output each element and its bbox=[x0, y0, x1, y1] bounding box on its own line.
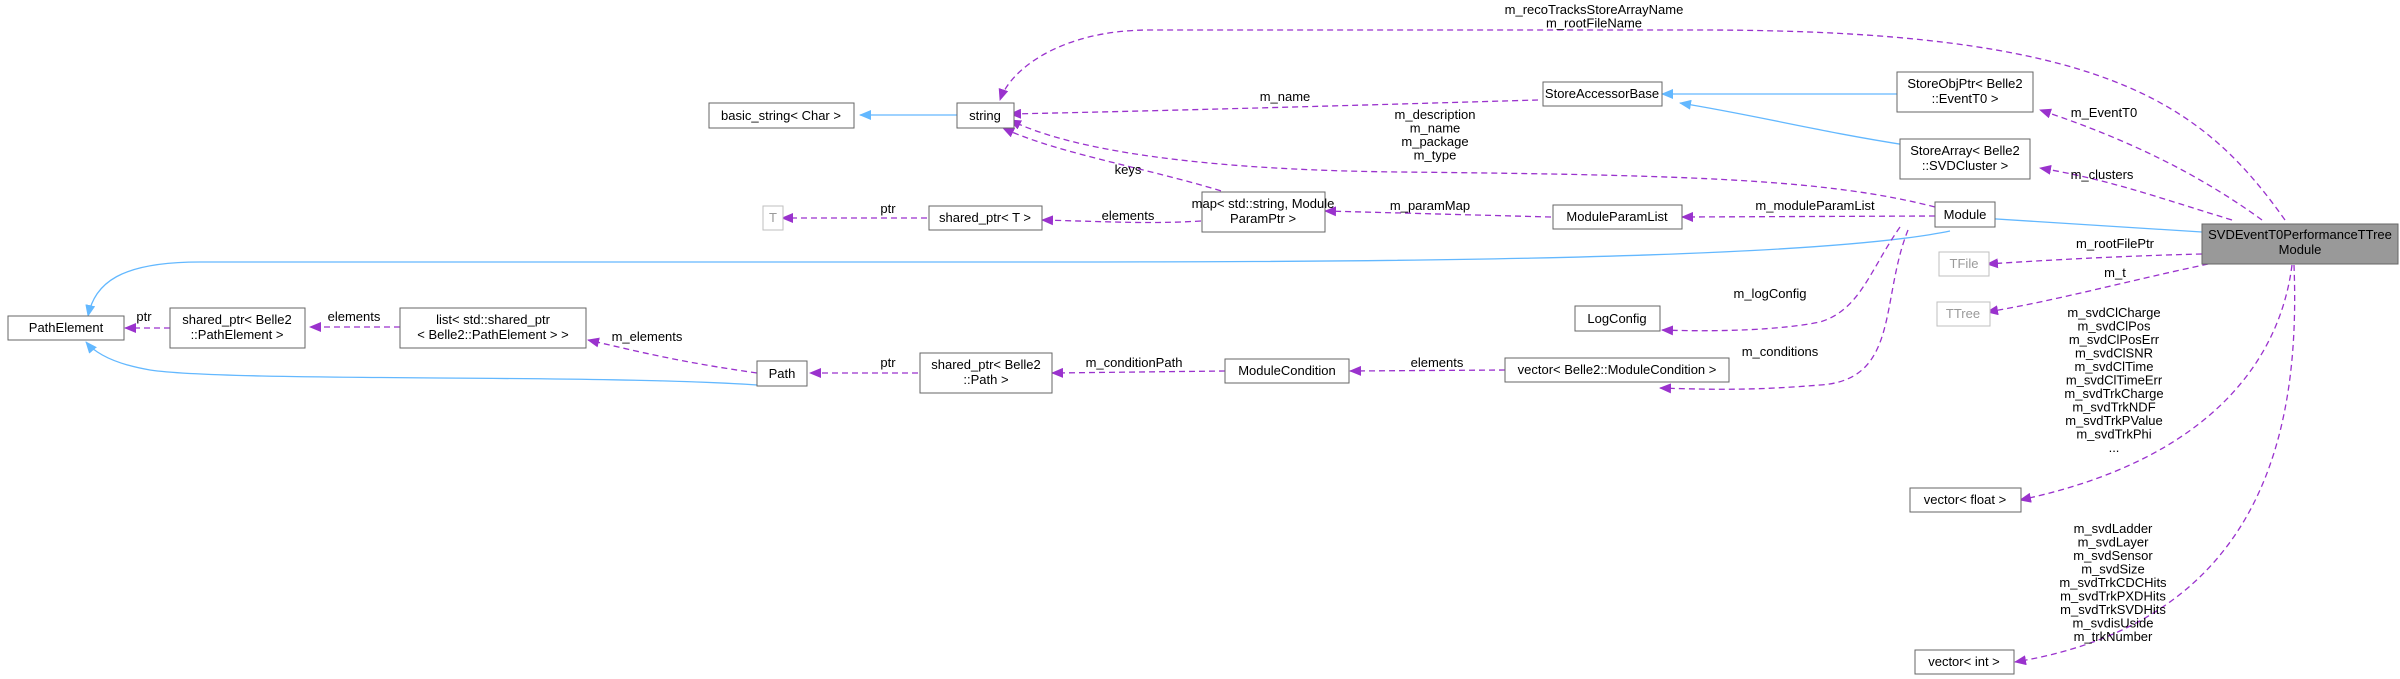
svg-text:list< std::shared_ptr< Belle2:: list< std::shared_ptr< Belle2::PathEleme… bbox=[417, 312, 568, 342]
edge-label-log-config: m_logConfig bbox=[1734, 286, 1807, 301]
edge-label-elements-map: elements bbox=[1102, 208, 1155, 223]
edge-svd-module-to-string bbox=[998, 29, 2286, 221]
edge-label-elements-list: elements bbox=[328, 309, 381, 324]
edge-label-ptr-path: ptr bbox=[880, 355, 896, 370]
edge-label-param-map: m_paramMap bbox=[1390, 198, 1470, 213]
svg-text:T: T bbox=[769, 210, 777, 225]
edge-label-event-t0: m_EventT0 bbox=[2071, 105, 2137, 120]
edge-label-root-file-ptr: m_rootFilePtr bbox=[2076, 236, 2155, 251]
edge-module-to-module-param-list bbox=[1681, 211, 1936, 222]
svg-text:shared_ptr< Belle2::Path >: shared_ptr< Belle2::Path > bbox=[931, 357, 1041, 387]
edge-store-array-inherits-store-accessor-base bbox=[1679, 99, 1913, 147]
svg-text:Module: Module bbox=[1944, 207, 1987, 222]
node-shared-ptr-t[interactable]: shared_ptr< T > bbox=[928, 205, 1043, 231]
edge-label-ptr-t: ptr bbox=[880, 201, 896, 216]
edge-store-accessor-base-to-string bbox=[1009, 99, 1539, 119]
edge-svd-module-inherits-module bbox=[1964, 212, 2203, 233]
edge-svd-module-to-store-obj-ptr bbox=[2039, 108, 2263, 221]
node-log-config[interactable]: LogConfig bbox=[1574, 305, 1661, 332]
node-tfile[interactable]: TFile bbox=[1938, 251, 1990, 277]
edge-svd-module-to-store-array bbox=[2039, 164, 2233, 221]
edge-vector-module-condition-to-module-condition bbox=[1349, 365, 1506, 376]
node-path-element[interactable]: PathElement bbox=[7, 315, 125, 341]
edge-label-keys: keys bbox=[1115, 162, 1142, 177]
edge-label-clusters: m_clusters bbox=[2071, 167, 2134, 182]
svg-text:Path: Path bbox=[769, 366, 796, 381]
svg-text:StoreObjPtr< Belle2::EventT0 >: StoreObjPtr< Belle2::EventT0 > bbox=[1907, 76, 2022, 106]
node-ttree[interactable]: TTree bbox=[1936, 301, 1991, 327]
node-vector-module-condition[interactable]: vector< Belle2::ModuleCondition > bbox=[1504, 357, 1730, 383]
node-string[interactable]: string bbox=[956, 102, 1015, 129]
edge-label-m-elements: m_elements bbox=[612, 329, 683, 344]
edge-label-conditions: m_conditions bbox=[1742, 344, 1819, 359]
svg-text:PathElement: PathElement bbox=[29, 320, 104, 335]
svg-text:shared_ptr< Belle2::PathElemen: shared_ptr< Belle2::PathElement > bbox=[182, 312, 292, 342]
node-store-array-svd-cluster[interactable]: StoreArray< Belle2::SVDCluster > bbox=[1899, 138, 2031, 180]
node-store-accessor-base[interactable]: StoreAccessorBase bbox=[1542, 81, 1663, 107]
node-module-param-list[interactable]: ModuleParamList bbox=[1552, 204, 1683, 230]
node-basic-string-char[interactable]: basic_string< Char > bbox=[708, 102, 855, 129]
edge-map-to-shared-ptr-t bbox=[1041, 215, 1202, 226]
edge-label-module-param-list: m_moduleParamList bbox=[1755, 198, 1875, 213]
svg-text:shared_ptr< T >: shared_ptr< T > bbox=[939, 210, 1031, 225]
edge-svd-module-to-vector-float bbox=[2019, 264, 2293, 503]
svg-text:StoreArray< Belle2::SVDCluster: StoreArray< Belle2::SVDCluster > bbox=[1910, 143, 2019, 173]
node-list-shared-ptr-path-element[interactable]: list< std::shared_ptr< Belle2::PathEleme… bbox=[399, 307, 587, 349]
svg-text:basic_string< Char >: basic_string< Char > bbox=[721, 108, 841, 123]
edge-module-param-list-to-map bbox=[1324, 206, 1552, 218]
svg-text:TFile: TFile bbox=[1950, 256, 1979, 271]
node-vector-int[interactable]: vector< int > bbox=[1914, 649, 2015, 675]
edge-module-condition-to-shared-ptr-path bbox=[1051, 367, 1226, 378]
edge-module-to-vector-module-condition bbox=[1659, 229, 1909, 394]
svg-text:LogConfig: LogConfig bbox=[1587, 311, 1646, 326]
edge-module-to-string bbox=[1009, 119, 1936, 208]
edge-svd-module-to-tfile bbox=[1986, 253, 2203, 269]
node-store-obj-ptr-event-t0[interactable]: StoreObjPtr< Belle2::EventT0 > bbox=[1896, 71, 2034, 113]
edge-path-inherits-pathelement bbox=[85, 341, 758, 386]
node-shared-ptr-belle2-path[interactable]: shared_ptr< Belle2::Path > bbox=[919, 352, 1053, 394]
node-module[interactable]: Module bbox=[1934, 201, 1996, 228]
svg-text:string: string bbox=[969, 108, 1001, 123]
edge-module-inherits-pathelement bbox=[85, 230, 1951, 317]
edge-label-m-t: m_t bbox=[2104, 265, 2126, 280]
svg-text:ModuleParamList: ModuleParamList bbox=[1566, 209, 1668, 224]
node-t[interactable]: T bbox=[762, 205, 784, 231]
node-vector-float[interactable]: vector< float > bbox=[1909, 487, 2022, 513]
edge-label-elements-cond: elements bbox=[1411, 355, 1464, 370]
edge-svd-module-to-ttree bbox=[1986, 261, 2219, 316]
edge-svd-module-to-vector-int bbox=[2014, 264, 2296, 666]
svg-text:vector< int >: vector< int > bbox=[1928, 654, 2000, 669]
svg-text:StoreAccessorBase: StoreAccessorBase bbox=[1545, 86, 1659, 101]
node-shared-ptr-belle2-path-element[interactable]: shared_ptr< Belle2::PathElement > bbox=[169, 307, 306, 349]
edge-label-ptr-pathelement: ptr bbox=[136, 309, 152, 324]
edge-map-to-string bbox=[1002, 127, 1241, 198]
edge-path-to-list bbox=[587, 337, 758, 374]
svg-text:vector< float >: vector< float > bbox=[1924, 492, 2006, 507]
node-module-condition[interactable]: ModuleCondition bbox=[1224, 358, 1350, 384]
edge-label-m-name: m_name bbox=[1260, 89, 1311, 104]
svg-text:TTree: TTree bbox=[1946, 306, 1980, 321]
edge-module-to-log-config bbox=[1661, 226, 1901, 336]
node-path[interactable]: Path bbox=[756, 360, 808, 387]
svg-text:vector< Belle2::ModuleConditio: vector< Belle2::ModuleCondition > bbox=[1518, 362, 1717, 377]
edge-label-condition-path: m_conditionPath bbox=[1086, 355, 1183, 370]
svg-text:ModuleCondition: ModuleCondition bbox=[1238, 363, 1336, 378]
